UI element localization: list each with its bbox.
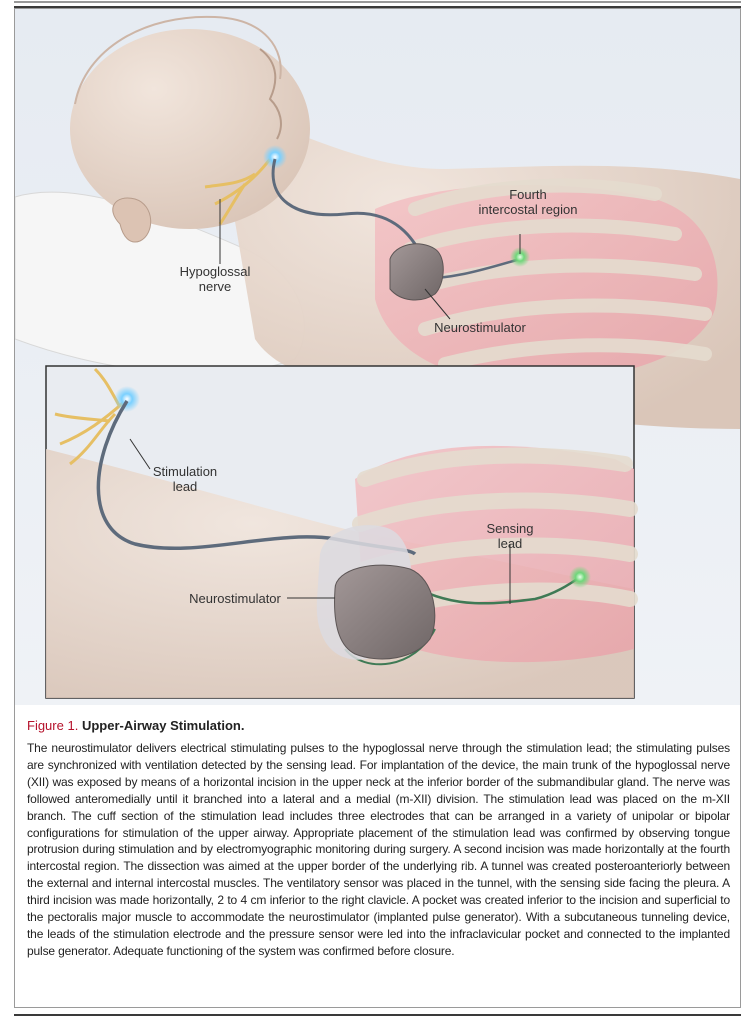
label-fourth-line1: Fourth: [509, 187, 547, 202]
caption-body: The neurostimulator delivers electrical …: [27, 741, 730, 958]
figure-caption: Figure 1. Upper-Airway Stimulation. The …: [27, 718, 730, 960]
stimulation-lead-top: [271, 158, 417, 245]
label-neurostimulator-inset: Neurostimulator: [183, 591, 287, 606]
label-sensing-line1: Sensing: [486, 521, 534, 536]
top-rule-thin: [14, 1, 741, 3]
figure-title: Upper-Airway Stimulation.: [81, 718, 245, 733]
stimulation-glow-top: [263, 145, 287, 169]
figure-frame: [14, 8, 741, 1008]
label-stimulation-line1: Stimulation: [152, 464, 218, 479]
label-hypoglossal-line2: nerve: [198, 279, 232, 294]
bottom-rule: [14, 1014, 741, 1016]
neurostimulator-device-inset: [334, 564, 436, 660]
label-fourth-line2: intercostal region: [478, 202, 578, 217]
label-hypoglossal-line1: Hypoglossal: [179, 264, 251, 279]
leader-neuro-top: [424, 288, 451, 320]
neurostimulator-device-top: [389, 243, 444, 301]
leader-stimulation: [129, 438, 151, 470]
head: [70, 29, 310, 229]
caption-heading: Figure 1. Upper-Airway Stimulation.: [27, 718, 730, 734]
figure-number: Figure 1.: [27, 718, 79, 733]
label-stimulation-lead: Stimulation lead: [140, 464, 230, 494]
head-outline: [74, 15, 282, 105]
label-stimulation-line2: lead: [172, 479, 198, 494]
label-hypoglossal-nerve: Hypoglossal nerve: [165, 264, 265, 294]
anatomy-illustration: [15, 9, 740, 705]
face-profile: [259, 48, 282, 140]
label-neurostimulator-top: Neurostimulator: [420, 320, 540, 335]
ear: [112, 197, 152, 243]
label-sensing-lead: Sensing lead: [475, 521, 545, 551]
ribs: [403, 178, 712, 371]
sensor-glow-top: [510, 247, 530, 267]
stimulation-glow-inset: [114, 386, 140, 412]
illustration: Fourth intercostal region Hypoglossal ne…: [15, 9, 740, 705]
label-neurostimulator-top-text: Neurostimulator: [434, 320, 526, 335]
label-sensing-line2: lead: [497, 536, 523, 551]
top-rule: [14, 6, 741, 8]
sensing-lead-inset: [414, 575, 581, 605]
sensor-glow-inset: [569, 566, 591, 588]
label-fourth-intercostal: Fourth intercostal region: [463, 187, 593, 217]
label-neurostimulator-inset-text: Neurostimulator: [189, 591, 281, 606]
